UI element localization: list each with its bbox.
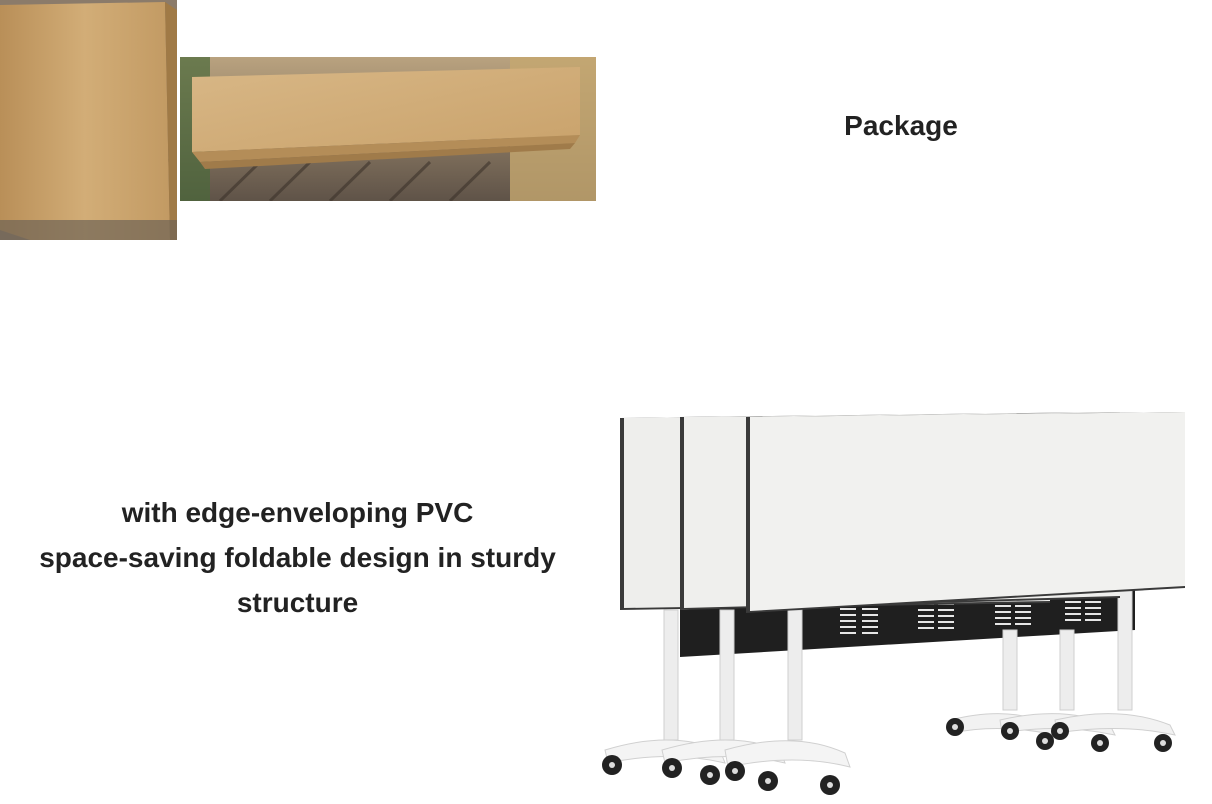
feature-line: structure xyxy=(236,587,359,618)
section-heading: Package xyxy=(844,110,958,141)
feature-line: with edge-enveloping PVC xyxy=(121,497,474,528)
package-photo-flat xyxy=(180,57,596,201)
folding-tables-photo xyxy=(600,405,1200,800)
table-top-3 xyxy=(746,412,1185,613)
feature-description: with edge-enveloping PVC space-saving fo… xyxy=(0,490,595,625)
package-photo-upright xyxy=(0,0,177,240)
feature-line: space-saving foldable design in sturdy xyxy=(39,542,556,573)
